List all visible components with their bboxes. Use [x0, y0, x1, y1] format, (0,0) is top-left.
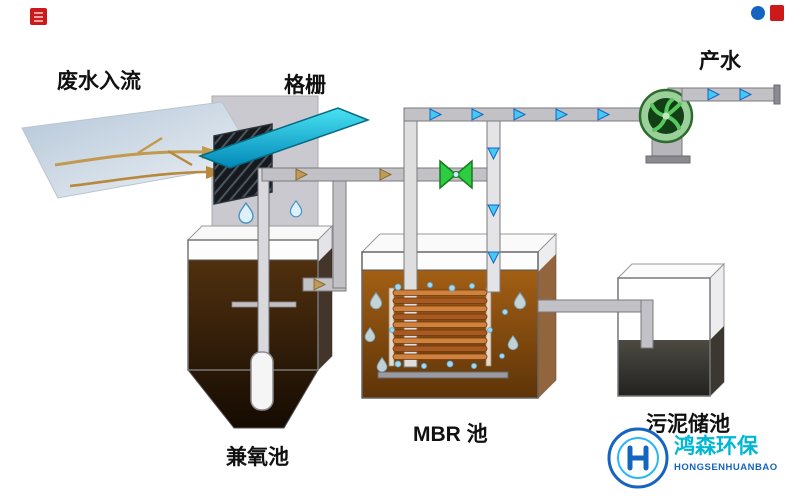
anoxic-tank: [186, 167, 334, 429]
logo-name-cn: 鸿森环保: [674, 434, 759, 458]
permeate-header-pipe: [403, 107, 653, 122]
inflow-label: 废水入流: [57, 69, 141, 93]
mbr-tank: [360, 114, 558, 400]
anoxic-tank-label: 兼氧池: [226, 445, 289, 469]
mbr-tank-label: MBR 池: [413, 423, 488, 446]
sludge-tank-label: 污泥储池: [646, 412, 730, 436]
aeration-diffuser: [377, 371, 509, 379]
riser-pipe: [403, 114, 418, 368]
valve-icon: [439, 159, 473, 190]
watermark-stamp-left: [30, 8, 47, 25]
watermark-stamp-right: [751, 5, 784, 21]
inflow-stream: [21, 101, 259, 199]
screen-label: 格栅: [284, 73, 326, 97]
logo-name-en: HONGSENHUANBAO: [674, 462, 778, 473]
company-logo: 鸿森环保 HONGSENHUANBAO: [607, 427, 778, 489]
pump-fan-icon: [638, 87, 694, 164]
sludge-tank: [616, 262, 726, 398]
sludge-pipe: [537, 299, 654, 349]
product-water-label: 产水: [699, 49, 742, 73]
aeration-bubbles: [389, 281, 508, 369]
submersible-mixer-icon: [250, 351, 274, 411]
product-water-pipe: [681, 84, 781, 105]
logo-mark: [627, 445, 649, 471]
membrane-module: [388, 287, 492, 367]
tank-drop-pipe: [257, 167, 270, 359]
